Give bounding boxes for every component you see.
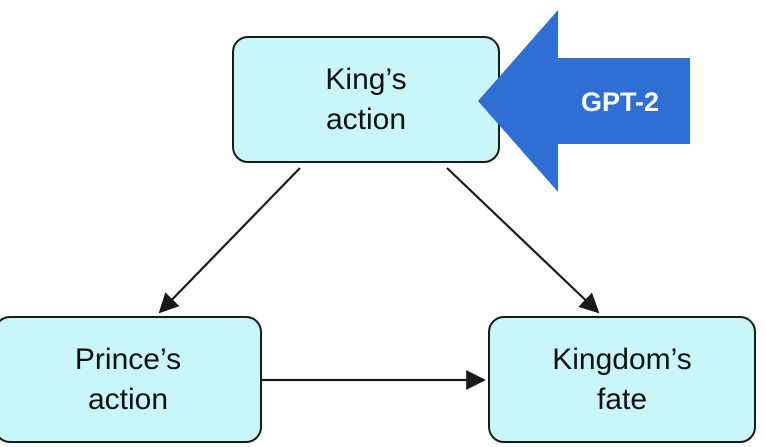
node-princes-action-line2: action — [87, 382, 169, 416]
intervention-label: GPT-2 — [580, 87, 660, 117]
node-kings-action-line2: action — [325, 102, 407, 136]
edge-king-to-prince — [158, 167, 301, 314]
node-princes-action: Prince’s action — [0, 316, 262, 443]
node-kingdoms-fate-line2: fate — [596, 382, 648, 416]
node-kings-action: King’s action — [232, 36, 500, 163]
node-kingdoms-fate: Kingdom’s fate — [488, 316, 756, 443]
node-princes-action-line1: Prince’s — [74, 342, 182, 376]
intervention-arrow — [478, 10, 690, 192]
edge-king-to-kingdom — [446, 167, 600, 314]
intervention-arrow-shape — [478, 10, 690, 192]
node-kings-action-line1: King’s — [325, 62, 407, 96]
node-kingdoms-fate-line1: Kingdom’s — [552, 342, 692, 376]
